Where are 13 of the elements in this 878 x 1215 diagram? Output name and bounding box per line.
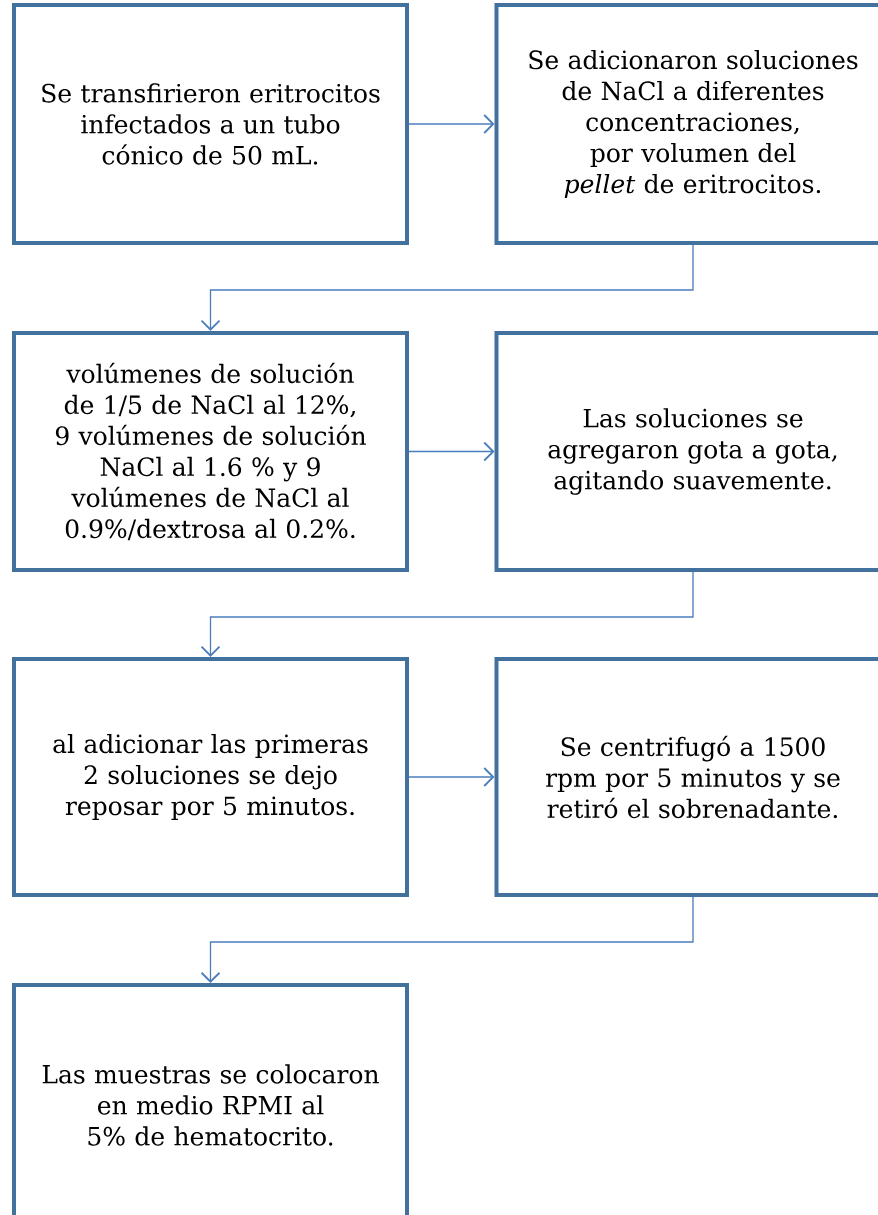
process-box: volúmenes de solución de 1/5 de NaCl al 12%, 9 volúmenes de solución NaCl al 1.6 % y 9 volúmenes de NaCl al 0.9%/dextrosa al 0.2%.	[12, 331, 409, 572]
process-box: Las muestras se colocaron en medio RPMI al 5% de hematocrito.	[12, 983, 409, 1215]
arrow	[408, 767, 495, 787]
process-box: Las soluciones se agregaron gota a gota, agitando suavemente.	[494, 331, 878, 572]
arrow	[408, 114, 495, 134]
arrow	[200, 244, 694, 331]
process-box: Se centrifugó a 1500 rpm por 5 minutos y se retiró el sobrenadante.	[494, 657, 878, 897]
process-box: Se transfirieron eritrocitos infectados a un tubo cónico de 50 mL.	[12, 3, 409, 245]
arrow	[200, 896, 694, 983]
process-box: Se adicionaron soluciones de NaCl a diferentes concentraciones, por volumen del pellet de eritrocitos.	[494, 3, 878, 245]
arrow	[200, 571, 694, 657]
arrow	[408, 441, 495, 462]
process-box: al adicionar las primeras 2 soluciones se dejo reposar por 5 minutos.	[12, 657, 409, 897]
